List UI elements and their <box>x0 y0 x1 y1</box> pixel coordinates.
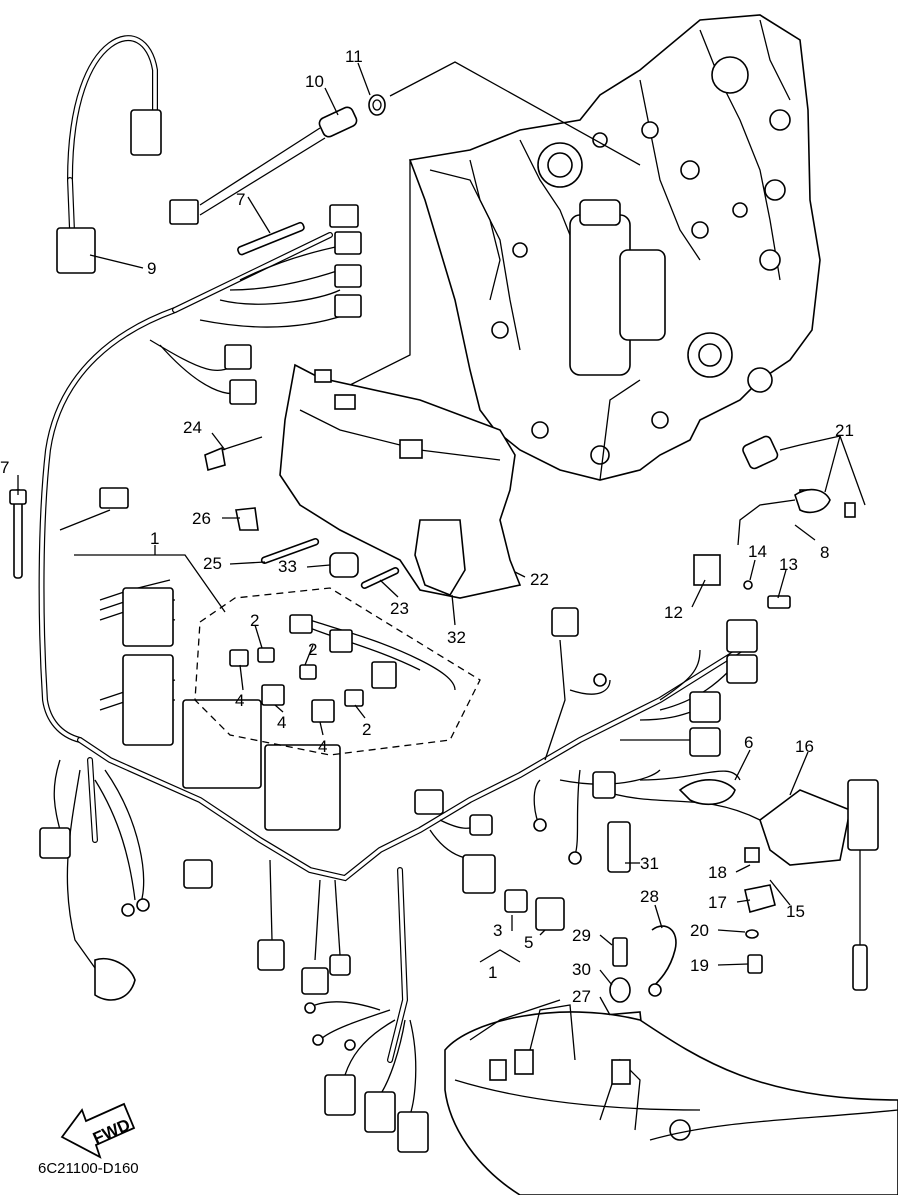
callout-4-c: 4 <box>318 737 327 756</box>
relay-group <box>194 587 481 756</box>
callout-14: 14 <box>748 542 767 561</box>
callout-10: 10 <box>305 72 324 91</box>
callout-12: 12 <box>664 603 683 622</box>
callout-22: 22 <box>530 570 549 589</box>
callout-19: 19 <box>690 956 709 975</box>
callout-4-b: 4 <box>277 713 286 732</box>
cover-plate <box>279 363 522 599</box>
callout-8: 8 <box>820 543 829 562</box>
callout-7-left: 7 <box>0 458 9 477</box>
callout-20: 20 <box>690 921 709 940</box>
callout-27: 27 <box>572 987 591 1006</box>
lower-case <box>444 999 898 1195</box>
leader-lines <box>17 62 866 1016</box>
callout-15: 15 <box>786 902 805 921</box>
callout-28: 28 <box>640 887 659 906</box>
connectors <box>9 94 879 1153</box>
callout-1-top: 1 <box>150 529 159 548</box>
callout-2-b: 2 <box>308 640 317 659</box>
callout-2-c: 2 <box>362 720 371 739</box>
callout-1-bottom: 1 <box>488 963 497 982</box>
callout-26: 26 <box>192 509 211 528</box>
callout-33: 33 <box>278 557 297 576</box>
callout-13: 13 <box>779 555 798 574</box>
callout-7-top: 7 <box>236 190 245 209</box>
callout-31: 31 <box>640 854 659 873</box>
callout-11: 11 <box>345 47 363 66</box>
callout-30: 30 <box>572 960 591 979</box>
callout-16: 16 <box>795 737 814 756</box>
callout-3: 3 <box>493 921 502 940</box>
callout-9: 9 <box>147 259 156 278</box>
callout-21: 21 <box>835 421 854 440</box>
fwd-arrow-icon <box>60 1102 136 1159</box>
callout-29: 29 <box>572 926 591 945</box>
callout-18: 18 <box>708 863 727 882</box>
engine-block <box>408 14 821 481</box>
callout-4-a: 4 <box>235 691 244 710</box>
callout-24: 24 <box>183 418 202 437</box>
callout-5: 5 <box>524 933 533 952</box>
callout-labels: 11 10 7 9 7 24 26 25 33 23 32 22 21 8 14… <box>0 47 854 1006</box>
callout-25: 25 <box>203 554 222 573</box>
callout-6: 6 <box>744 733 753 752</box>
callout-2-a: 2 <box>250 611 259 630</box>
callout-32: 32 <box>447 628 466 647</box>
callout-23: 23 <box>390 599 409 618</box>
callout-17: 17 <box>708 893 727 912</box>
diagram-code: 6C21100-D160 <box>38 1160 139 1177</box>
